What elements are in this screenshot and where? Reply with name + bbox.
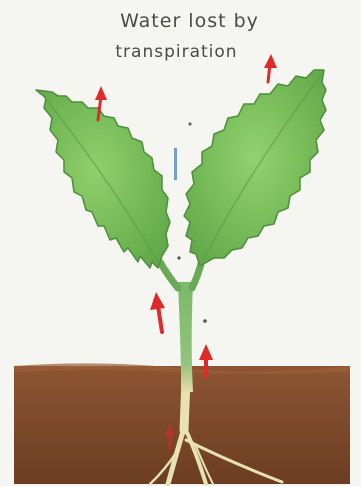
water-dash	[174, 148, 177, 180]
arrow-up-right-top	[264, 54, 277, 82]
water-dot	[203, 319, 207, 323]
water-dot	[188, 122, 191, 125]
leaf-left	[36, 90, 170, 268]
leaf-stalk-left	[160, 262, 178, 288]
water-dot	[177, 256, 180, 259]
leaf-right	[184, 70, 326, 266]
arrow-up-stem	[150, 292, 165, 332]
